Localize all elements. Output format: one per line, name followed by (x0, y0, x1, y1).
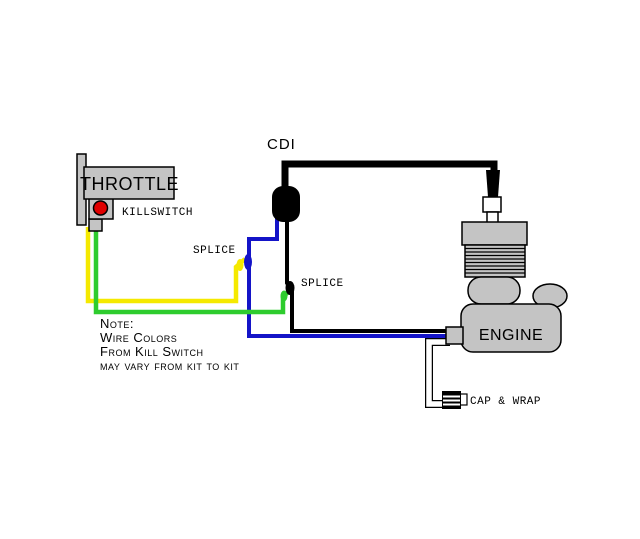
cap-wrap-label: CAP & WRAP (470, 396, 541, 408)
note-line-2: Wire Colors (100, 330, 177, 345)
cylinder-head (461, 221, 528, 246)
splice-label-2: SPLICE (301, 278, 344, 290)
killswitch-button (92, 200, 109, 216)
throttle-label: THROTTLE (80, 174, 179, 194)
splice-label-1: SPLICE (193, 245, 236, 257)
cap-tab (459, 393, 468, 406)
engine-connector (445, 326, 464, 345)
splice-bulge-green (280, 290, 288, 302)
spark-plug-insulator (482, 196, 502, 213)
spark-plug-boot (486, 170, 500, 197)
spark-plug-lead (281, 160, 498, 193)
killswitch-stub (88, 218, 103, 232)
note-line-4: may vary from kit to kit (100, 358, 239, 373)
throttle-box (83, 166, 175, 200)
cdi-unit (272, 186, 300, 222)
wire-yellow (85, 227, 247, 304)
note-line-1: Note: (100, 316, 134, 331)
splice-bulge-black (285, 281, 295, 295)
cooling-fins (464, 244, 526, 278)
wire-blue (247, 216, 451, 338)
splice-bulge-yellow (236, 259, 244, 271)
note-line-3: From Kill Switch (100, 344, 204, 359)
cdi-label: CDI (267, 136, 296, 153)
cap-wire (426, 339, 450, 407)
crankcase-top (467, 276, 521, 305)
splice-bulge-blue (244, 254, 252, 270)
killswitch-label: KILLSWITCH (122, 207, 193, 219)
wire-black (285, 216, 451, 333)
engine-label: ENGINE (479, 327, 543, 344)
